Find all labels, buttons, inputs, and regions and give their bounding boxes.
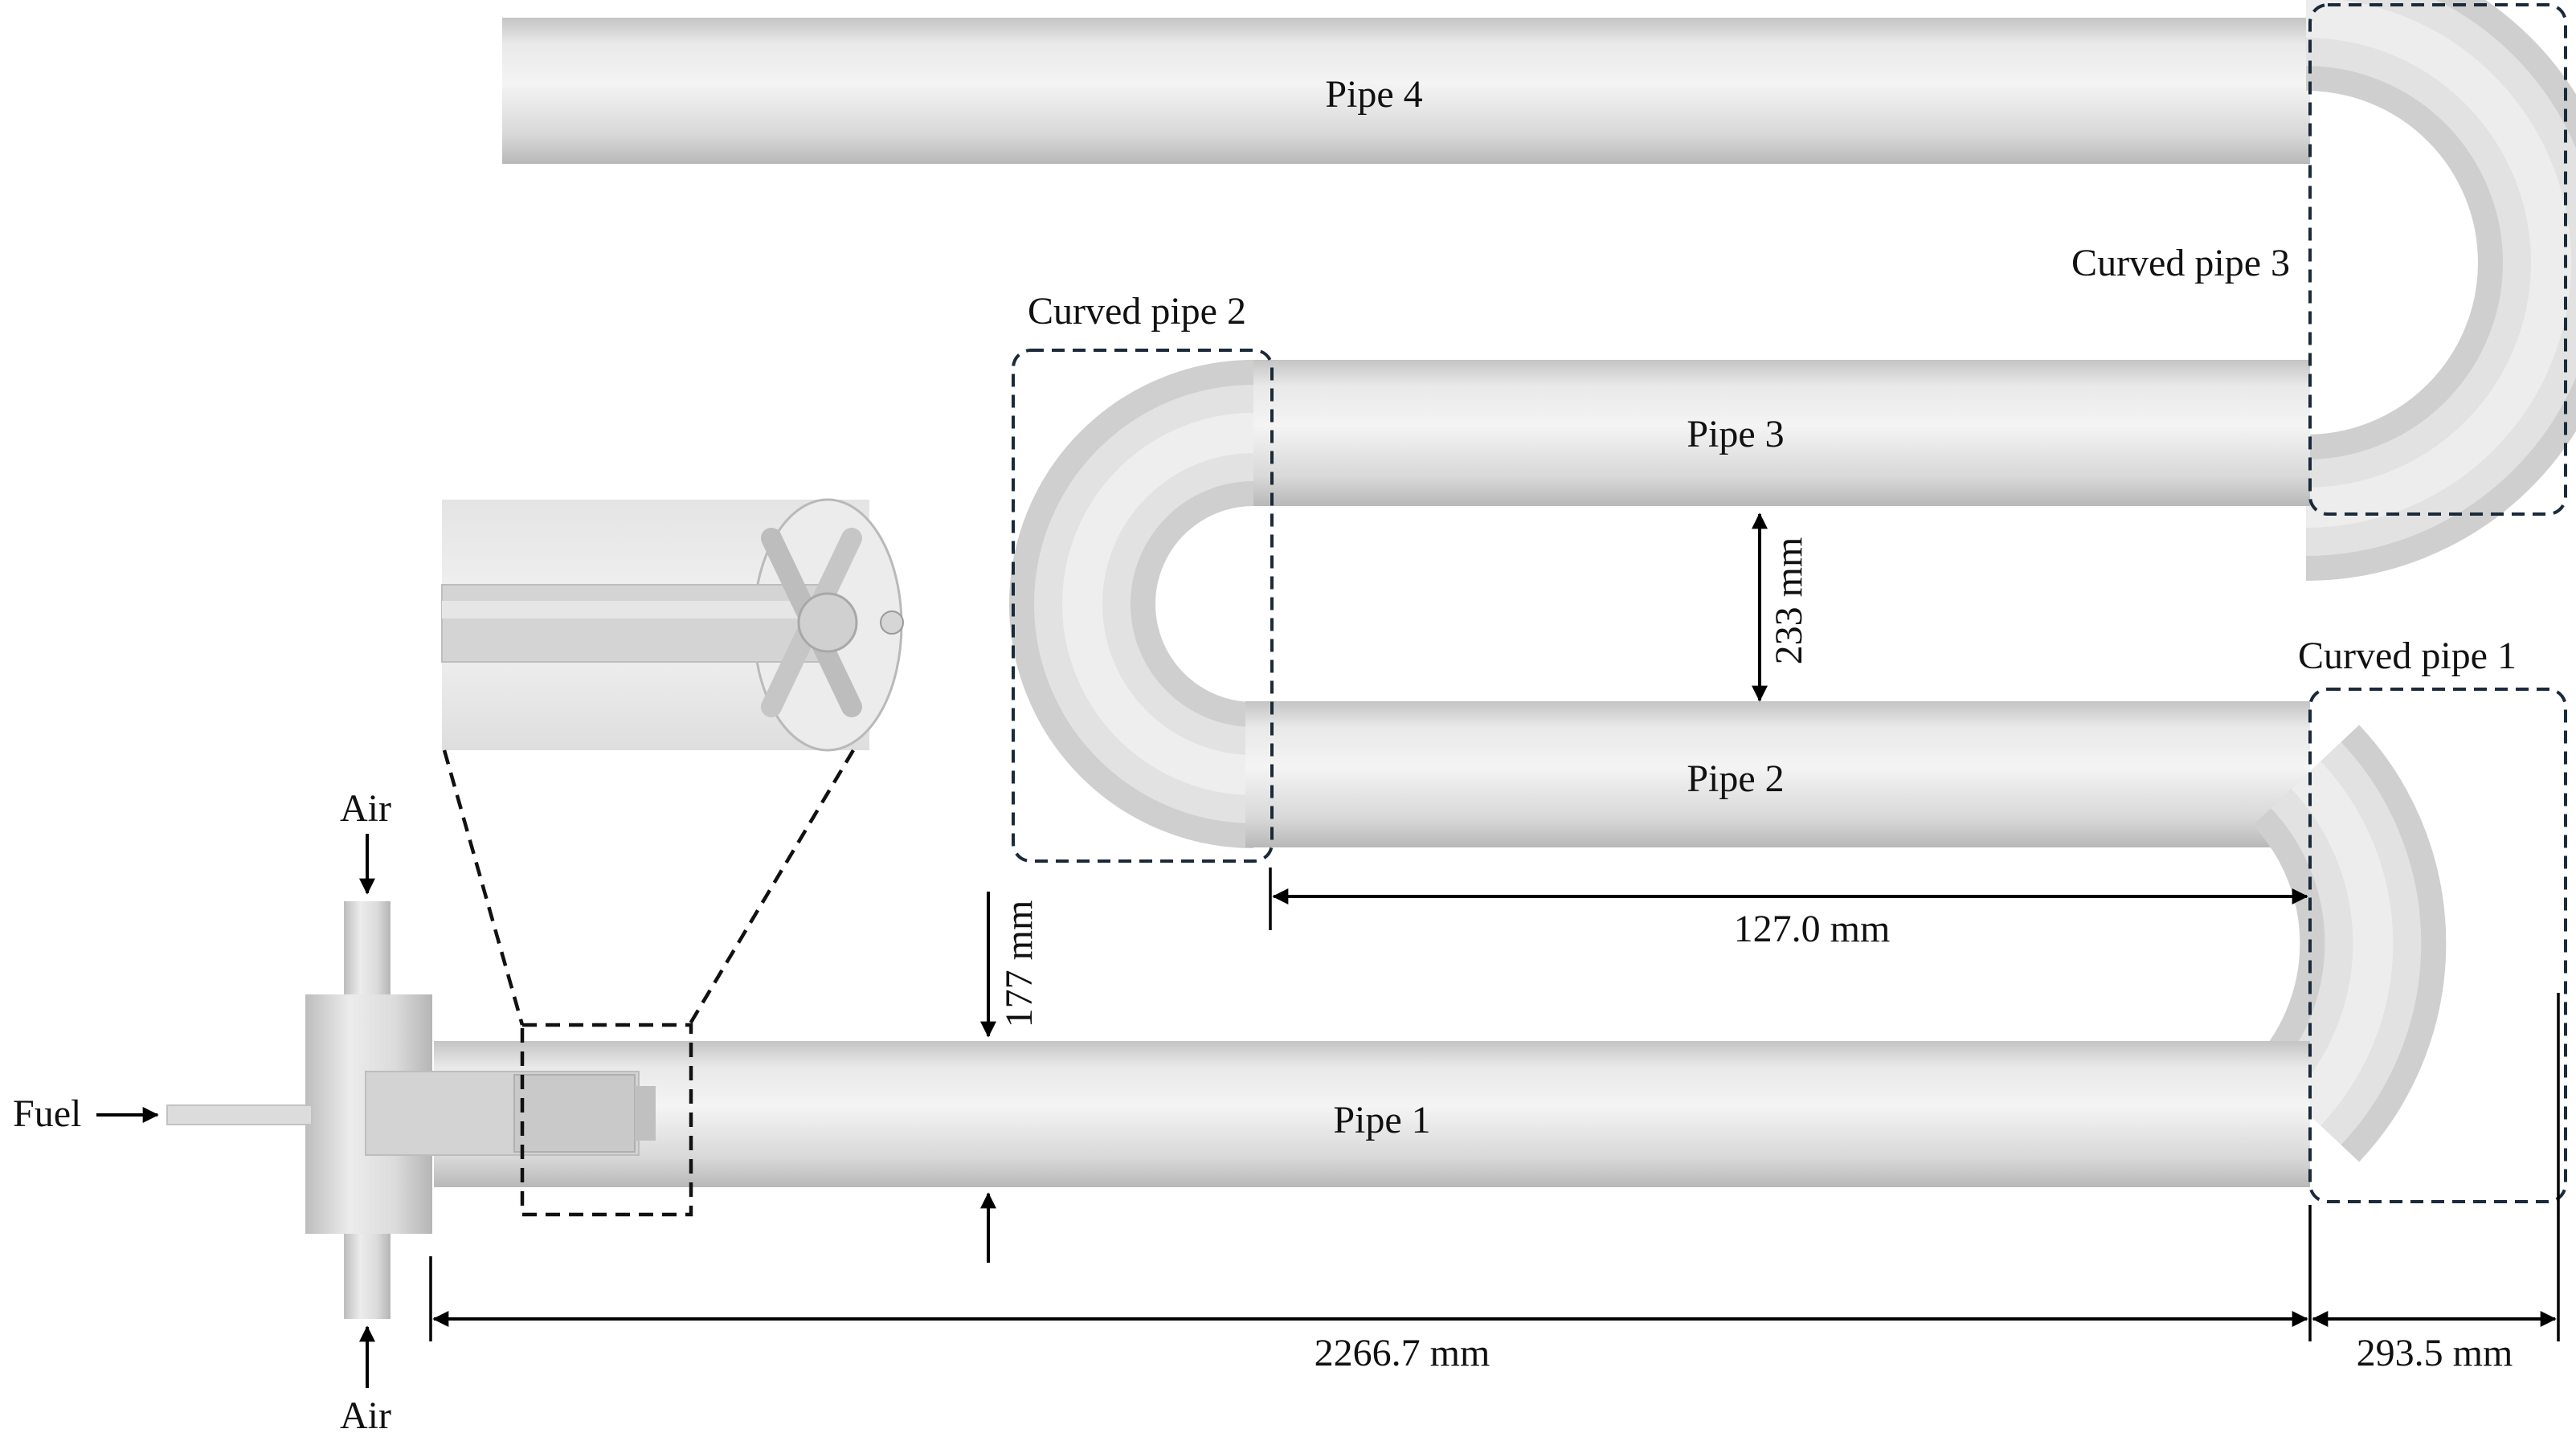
dim-177-label: 177 mm bbox=[998, 900, 1041, 1028]
air-bottom-label: Air bbox=[340, 1394, 391, 1433]
dim-293-label: 293.5 mm bbox=[2357, 1332, 2513, 1374]
pipe-2: Pipe 2 bbox=[1245, 701, 2310, 847]
air-top-label: Air bbox=[340, 787, 391, 830]
dim-2266-label: 2266.7 mm bbox=[1315, 1332, 1490, 1374]
zoom-region-box bbox=[520, 1023, 693, 1217]
pipe-3-label: Pipe 3 bbox=[1687, 413, 1784, 455]
pipe-1: Pipe 1 bbox=[434, 1041, 2310, 1187]
pipe-3: Pipe 3 bbox=[1245, 360, 2310, 506]
dimension-pipe1-length: 2266.7 mm bbox=[429, 1205, 2312, 1374]
dimension-diameter: 177 mm bbox=[980, 892, 1041, 1263]
pipe-4-label: Pipe 4 bbox=[1325, 73, 1422, 116]
burner-assembly bbox=[166, 901, 656, 1319]
zoom-fuel-lance bbox=[441, 584, 828, 663]
curved-pipe-1-label: Curved pipe 1 bbox=[2298, 635, 2517, 677]
curved-pipe-1 bbox=[2251, 725, 2447, 1162]
pipe-4: Pipe 4 bbox=[502, 18, 2310, 164]
pipe-2-label: Pipe 2 bbox=[1687, 757, 1784, 800]
dimension-spacing: 233 mm bbox=[1752, 512, 1810, 702]
curved-pipe-3 bbox=[2304, 0, 2576, 581]
dimension-pipe2-length: 127.0 mm bbox=[1269, 868, 2308, 950]
fuel-lance bbox=[166, 1104, 313, 1125]
curved-pipe-3-box bbox=[2308, 3, 2567, 516]
dim-127-label: 127.0 mm bbox=[1734, 908, 1891, 950]
curved-pipe-3-label: Curved pipe 3 bbox=[2071, 242, 2290, 284]
curved-pipe-1-box bbox=[2308, 688, 2567, 1203]
fuel-label: Fuel bbox=[13, 1092, 81, 1135]
curved-pipe-2 bbox=[1009, 360, 1256, 848]
dim-233-label: 233 mm bbox=[1768, 537, 1810, 665]
injector-zoom-inset bbox=[441, 498, 904, 1217]
dimension-bend-length: 293.5 mm bbox=[2312, 993, 2560, 1374]
curved-pipe-2-label: Curved pipe 2 bbox=[1028, 290, 1246, 333]
curved-pipe-2-box bbox=[1012, 349, 1274, 863]
swirler-vanes bbox=[761, 528, 904, 717]
pipe-1-label: Pipe 1 bbox=[1333, 1099, 1430, 1141]
